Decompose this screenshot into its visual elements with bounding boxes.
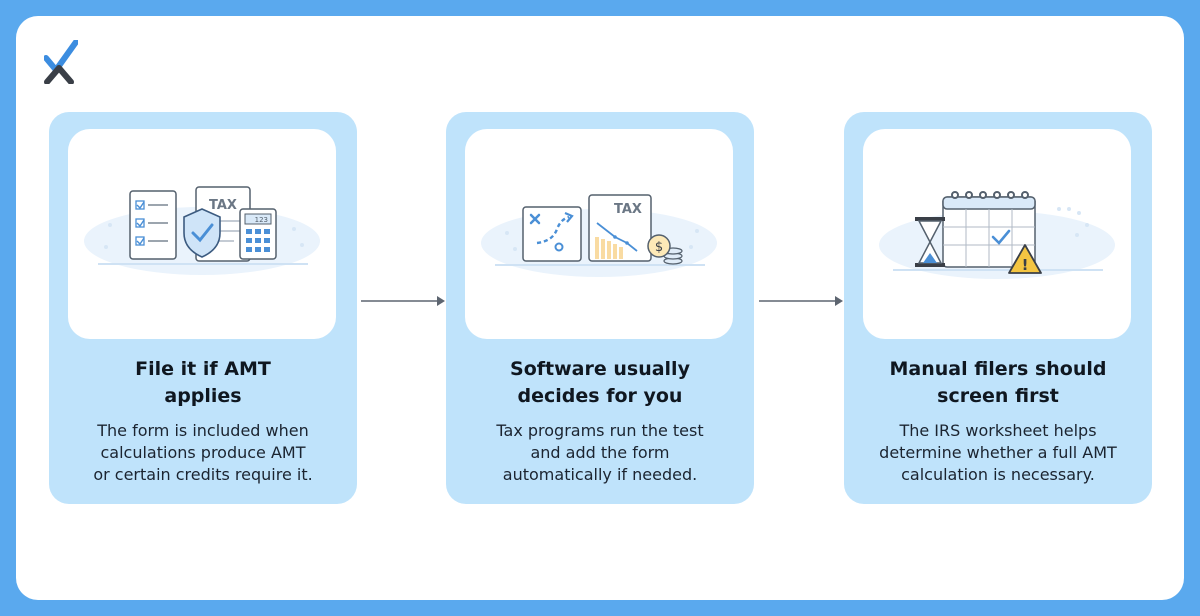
step-description-3: The IRS worksheet helps determine whethe… [858, 420, 1138, 486]
step-title-2: Software usually decides for you [462, 356, 738, 410]
step-title-3: Manual filers should screen first [860, 356, 1136, 410]
svg-text:!: ! [1022, 256, 1029, 274]
step-title-line: applies [164, 385, 242, 407]
step-card-3: ! Manual filers should screen first The … [844, 112, 1152, 504]
step-description-line: The IRS worksheet helps [899, 421, 1097, 440]
step-title-line: screen first [937, 385, 1059, 407]
step-title-line: Software usually [510, 358, 690, 380]
step-description-line: calculation is necessary. [901, 465, 1095, 484]
svg-text:$: $ [655, 240, 663, 255]
step-description-2: Tax programs run the test and add the fo… [460, 420, 740, 486]
step-description-line: or certain credits require it. [93, 465, 313, 484]
step-title-line: Manual filers should [889, 358, 1107, 380]
svg-text:123: 123 [255, 216, 268, 224]
svg-text:TAX: TAX [209, 198, 237, 213]
illustration-2: TAX $ [465, 129, 733, 339]
hourglass-calendar-warning-icon: ! [879, 191, 1115, 279]
step-title-line: File it if AMT [135, 358, 271, 380]
step-description-line: automatically if needed. [502, 465, 698, 484]
arrow-right-icon [759, 296, 843, 306]
step-description-line: and add the form [530, 443, 670, 462]
arrow-right-icon [361, 296, 445, 306]
strategy-board-tax-chart-coins-icon: TAX $ [481, 194, 717, 277]
step-description-1: The form is included when calculations p… [63, 420, 343, 486]
illustration-1: TAX 123 [68, 129, 336, 339]
step-description-line: determine whether a full AMT [879, 443, 1117, 462]
checklist-shield-tax-calculator-icon: TAX 123 [84, 186, 320, 275]
canvas: TAX 123 File it if AMT [16, 16, 1184, 600]
step-card-1: TAX 123 File it if AMT [49, 112, 357, 504]
step-title-line: decides for you [517, 385, 683, 407]
step-description-line: Tax programs run the test [496, 421, 704, 440]
svg-text:TAX: TAX [614, 202, 642, 217]
illustration-3: ! [863, 129, 1131, 339]
step-card-2: TAX $ Software usually decides for you [446, 112, 754, 504]
step-title-1: File it if AMT applies [65, 356, 341, 410]
step-description-line: The form is included when [97, 421, 309, 440]
brand-logo-icon [44, 40, 78, 84]
step-description-line: calculations produce AMT [100, 443, 306, 462]
